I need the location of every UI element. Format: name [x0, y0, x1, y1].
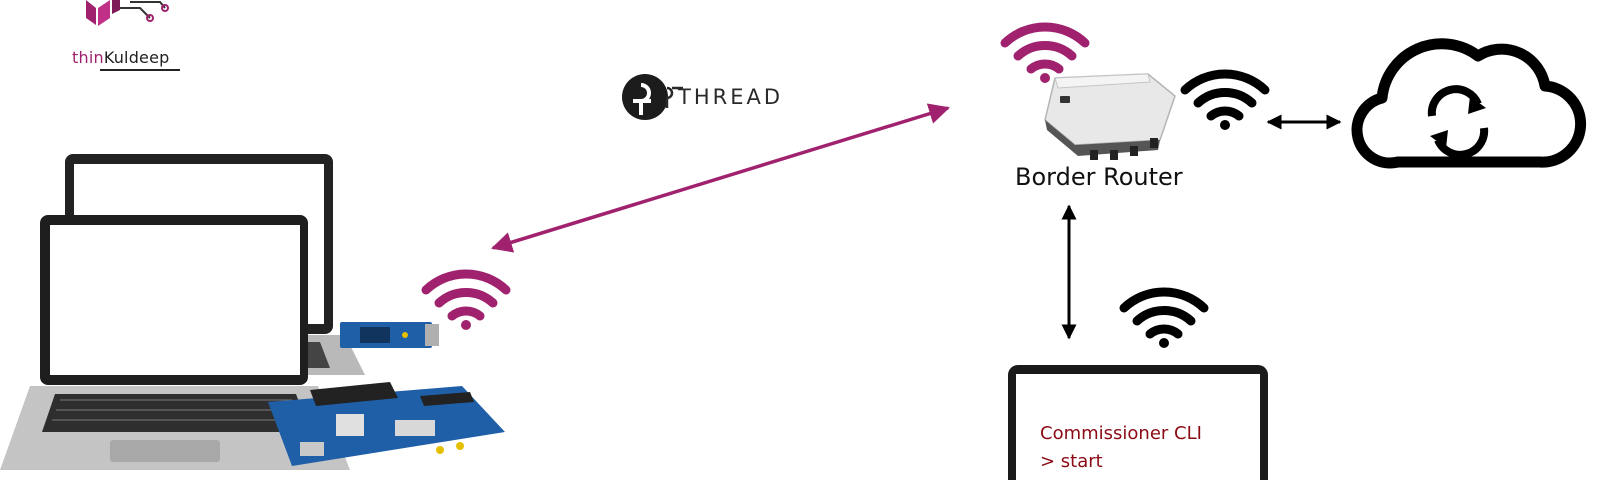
brand-logo-icon [86, 0, 169, 26]
router-internet-wifi-icon [1180, 69, 1270, 130]
cloud-sync-icon [1351, 38, 1587, 169]
border-router-label: Border Router [1015, 163, 1183, 191]
brand-name: thinKuldeep [72, 48, 170, 67]
brand-underline [100, 69, 180, 71]
commissioner-cli-line2: > start [1040, 451, 1103, 472]
router-thread-wifi-icon [1000, 22, 1090, 83]
commissioner-cli-text: Commissioner CLI > start [1040, 420, 1202, 476]
thread-logo-icon [622, 74, 683, 120]
usb-dongle-icon [340, 322, 439, 348]
brand-name-part1: thin [72, 48, 104, 67]
brand-name-part2: Kuldeep [103, 48, 170, 67]
commissioner-wifi-icon [1119, 287, 1209, 348]
thread-logo-text: THREAD [678, 85, 784, 109]
device-thread-wifi-icon [421, 269, 511, 330]
laptop-front-icon [0, 215, 350, 470]
commissioner-laptop-icon [1008, 365, 1268, 480]
dev-board-icon [268, 382, 505, 466]
thread-link-arrow [490, 103, 951, 253]
commissioner-cli-line1: Commissioner CLI [1040, 423, 1202, 444]
border-router-device-icon [1044, 73, 1176, 160]
